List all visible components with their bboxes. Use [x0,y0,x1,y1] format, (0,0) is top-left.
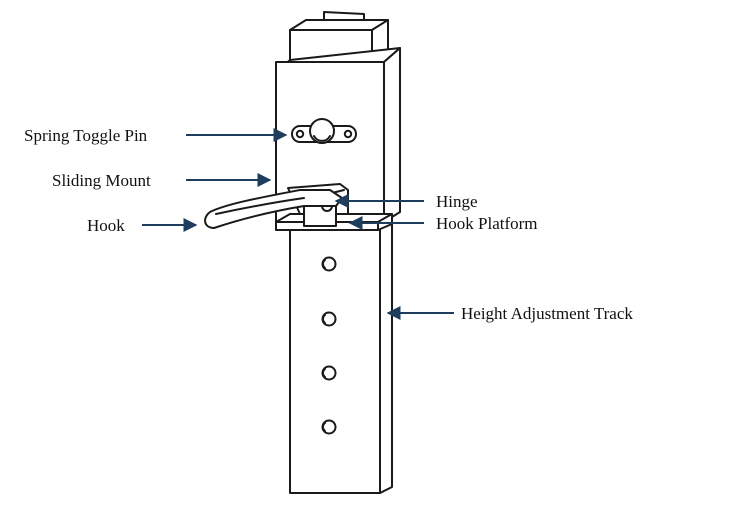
track-hole [321,365,337,381]
hook [204,189,343,229]
spring-toggle-pin [291,118,357,144]
label-spring-toggle-pin: Spring Toggle Pin [24,126,148,145]
label-sliding-mount: Sliding Mount [52,171,151,190]
label-height-adjustment-track: Height Adjustment Track [461,304,633,323]
track-hole [321,311,337,327]
label-hinge: Hinge [436,192,478,211]
track-hole [321,419,337,435]
label-hook-platform: Hook Platform [436,214,538,233]
track-holes [321,256,337,435]
height-adjustment-track [289,221,393,494]
label-hook: Hook [87,216,125,235]
track-hole [321,256,337,272]
